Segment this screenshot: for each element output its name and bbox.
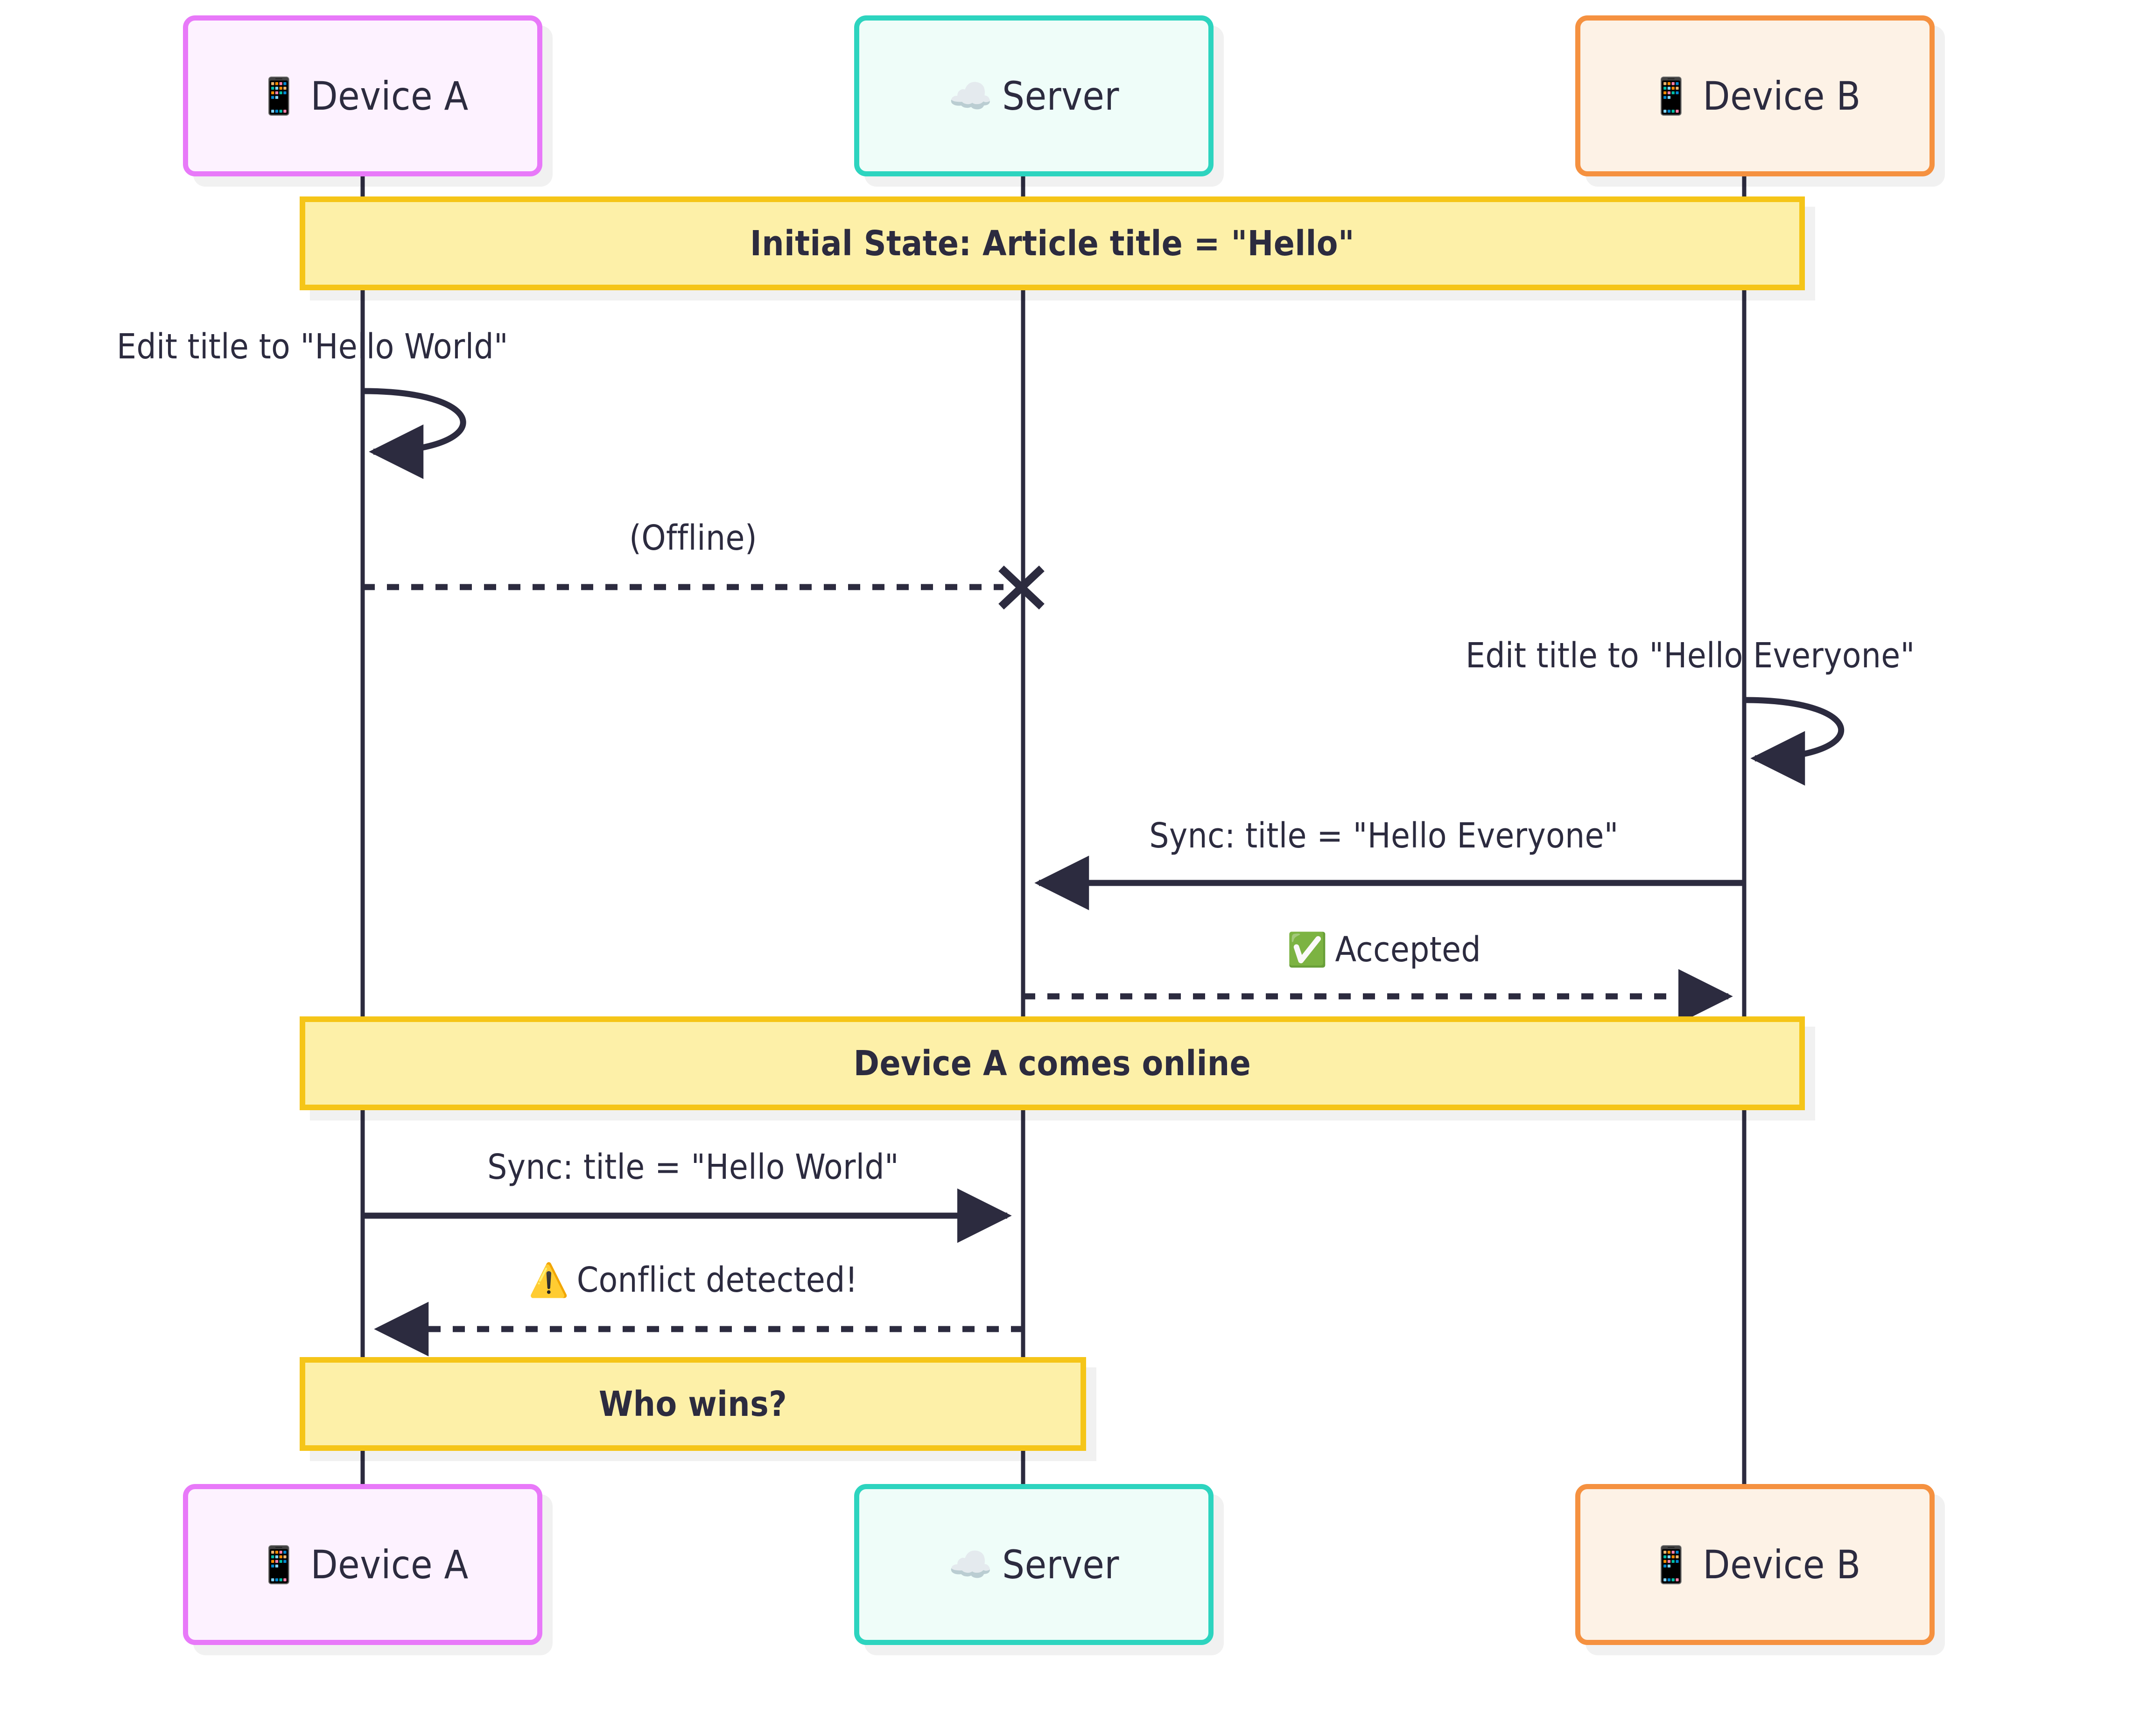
mobile-phone-icon: 📱: [257, 75, 302, 117]
message-text: Edit title to "Hello World": [117, 327, 508, 367]
mobile-phone-icon: 📱: [1649, 75, 1694, 117]
participant-name-text: Device A: [310, 1541, 469, 1588]
participant-name-text: Server: [1002, 73, 1119, 119]
arrow-edit-hello-world: [362, 388, 466, 479]
participant-label: ☁️ Server: [948, 1542, 1119, 1588]
message-label-sync-hello-world: Sync: title = "Hello World": [487, 1147, 899, 1187]
message-label-conflict-detected: ⚠️ Conflict detected!: [528, 1260, 857, 1300]
participant-device-b-bottom[interactable]: 📱 Device B: [1575, 1484, 1935, 1645]
message-label-sync-hello-everyone: Sync: title = "Hello Everyone": [1149, 816, 1618, 856]
message-text: Accepted: [1335, 930, 1481, 970]
message-text: Sync: title = "Hello Everyone": [1149, 816, 1619, 856]
message-label-accepted: ✅ Accepted: [1287, 930, 1481, 970]
cross-marker-offline: [998, 565, 1045, 610]
message-label-offline: (Offline): [629, 518, 757, 558]
note-initial-state: Initial State: Article title = "Hello": [300, 196, 1805, 290]
participant-device-b-top[interactable]: 📱 Device B: [1575, 15, 1935, 176]
participant-label: 📱 Device A: [257, 1542, 468, 1588]
message-text: Edit title to "Hello Everyone": [1466, 636, 1915, 676]
message-label-edit-hello-everyone: Edit title to "Hello Everyone": [1466, 636, 1915, 676]
cloud-icon: ☁️: [948, 75, 993, 117]
check-mark-button-icon: ✅: [1287, 931, 1328, 969]
note-text: Initial State: Article title = "Hello": [750, 223, 1354, 264]
participant-name-text: Device B: [1703, 73, 1861, 119]
note-text: Who wins?: [598, 1384, 787, 1424]
message-label-edit-hello-world: Edit title to "Hello World": [117, 327, 508, 367]
participant-name-text: Device B: [1703, 1541, 1861, 1588]
note-who-wins: Who wins?: [300, 1357, 1086, 1451]
participant-server-bottom[interactable]: ☁️ Server: [854, 1484, 1214, 1645]
message-text: Sync: title = "Hello World": [487, 1147, 899, 1187]
note-device-a-comes-online: Device A comes online: [300, 1016, 1805, 1110]
participant-device-a-top[interactable]: 📱 Device A: [183, 15, 542, 176]
arrow-edit-hello-everyone: [1744, 697, 1845, 786]
note-text: Device A comes online: [853, 1043, 1251, 1084]
participant-name-text: Server: [1002, 1541, 1119, 1588]
warning-icon: ⚠️: [528, 1261, 569, 1299]
participant-label: ☁️ Server: [948, 73, 1119, 119]
participant-device-a-bottom[interactable]: 📱 Device A: [183, 1484, 542, 1645]
message-text: Conflict detected!: [576, 1260, 858, 1300]
participant-name-text: Device A: [310, 73, 469, 119]
mobile-phone-icon: 📱: [1649, 1543, 1694, 1585]
message-text: (Offline): [629, 518, 758, 558]
participant-label: 📱 Device B: [1649, 1542, 1860, 1588]
participant-server-top[interactable]: ☁️ Server: [854, 15, 1214, 176]
cloud-icon: ☁️: [948, 1543, 993, 1585]
participant-label: 📱 Device A: [257, 73, 468, 119]
participant-label: 📱 Device B: [1649, 73, 1860, 119]
mobile-phone-icon: 📱: [257, 1543, 302, 1585]
